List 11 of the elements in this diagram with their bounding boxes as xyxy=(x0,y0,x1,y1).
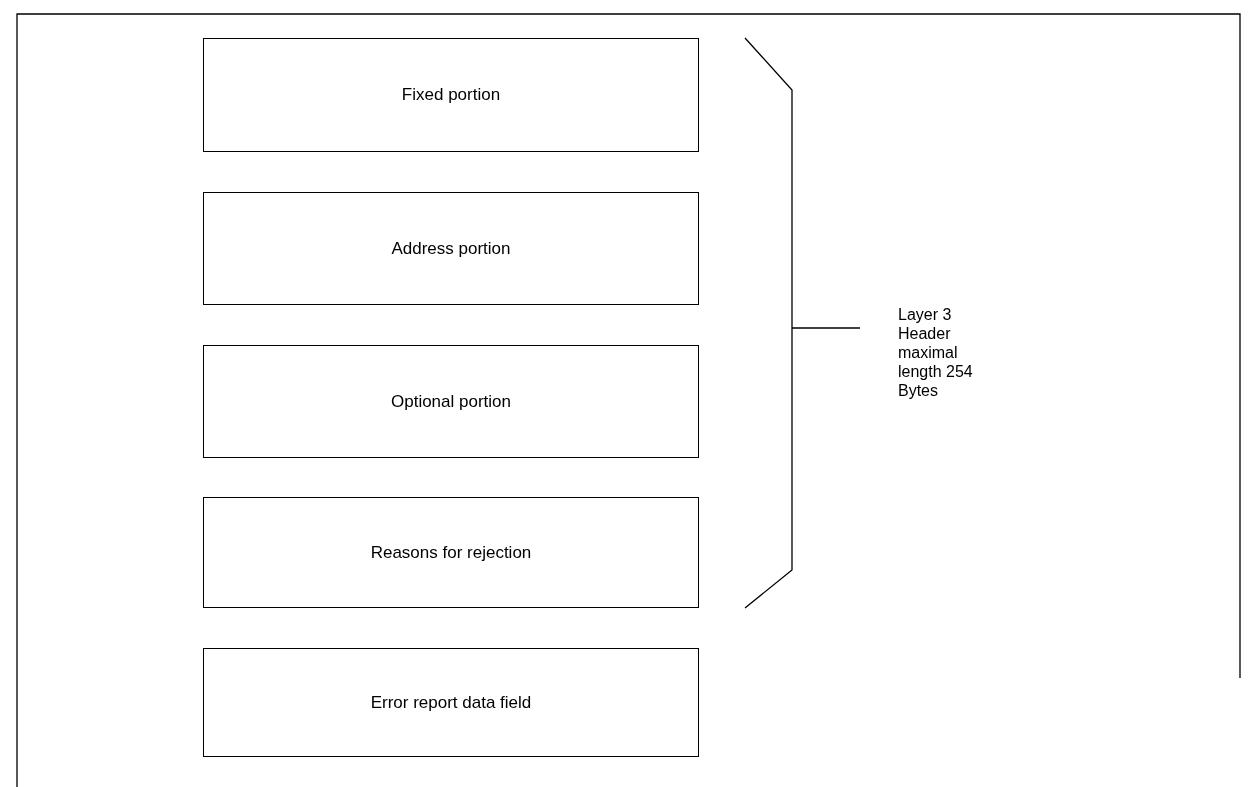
field-name: Address portion xyxy=(391,238,511,259)
field-box xyxy=(203,648,699,757)
field-name: Optional portion xyxy=(391,391,511,412)
field-box xyxy=(203,192,699,305)
field-box xyxy=(203,38,699,152)
field-box xyxy=(203,497,699,608)
field-box xyxy=(203,345,699,458)
field-name: Error report data field xyxy=(370,692,532,713)
field-name: Reasons for rejection xyxy=(370,542,532,563)
field-name: Fixed portion xyxy=(401,85,501,105)
bracket-label: Layer 3 Header maximal length 254 Bytes xyxy=(898,305,974,400)
